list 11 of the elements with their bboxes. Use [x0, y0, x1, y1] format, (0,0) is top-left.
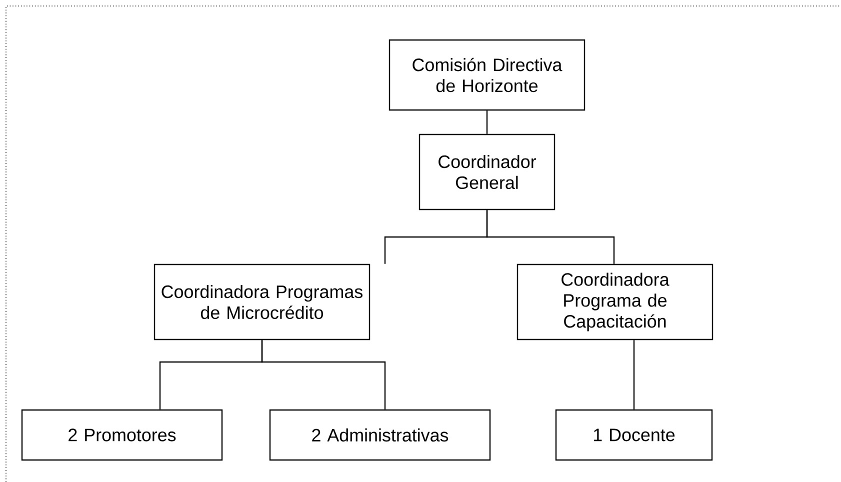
org-box: 2 Promotores: [21, 409, 223, 461]
connector-line: [633, 340, 635, 410]
org-box: Coordinadora Programa de Capacitación: [516, 264, 714, 340]
connector-line: [486, 210, 615, 264]
org-box: 1 Docente: [555, 409, 713, 461]
connector-line: [261, 340, 386, 410]
org-box: Coordinadora Programas de Microcrédito: [154, 264, 370, 340]
org-box: 2 Administrativas: [269, 409, 491, 461]
org-box: Comisión Directiva de Horizonte: [388, 39, 586, 111]
org-box: Coordinador General: [418, 134, 556, 210]
connector-line: [486, 110, 488, 134]
